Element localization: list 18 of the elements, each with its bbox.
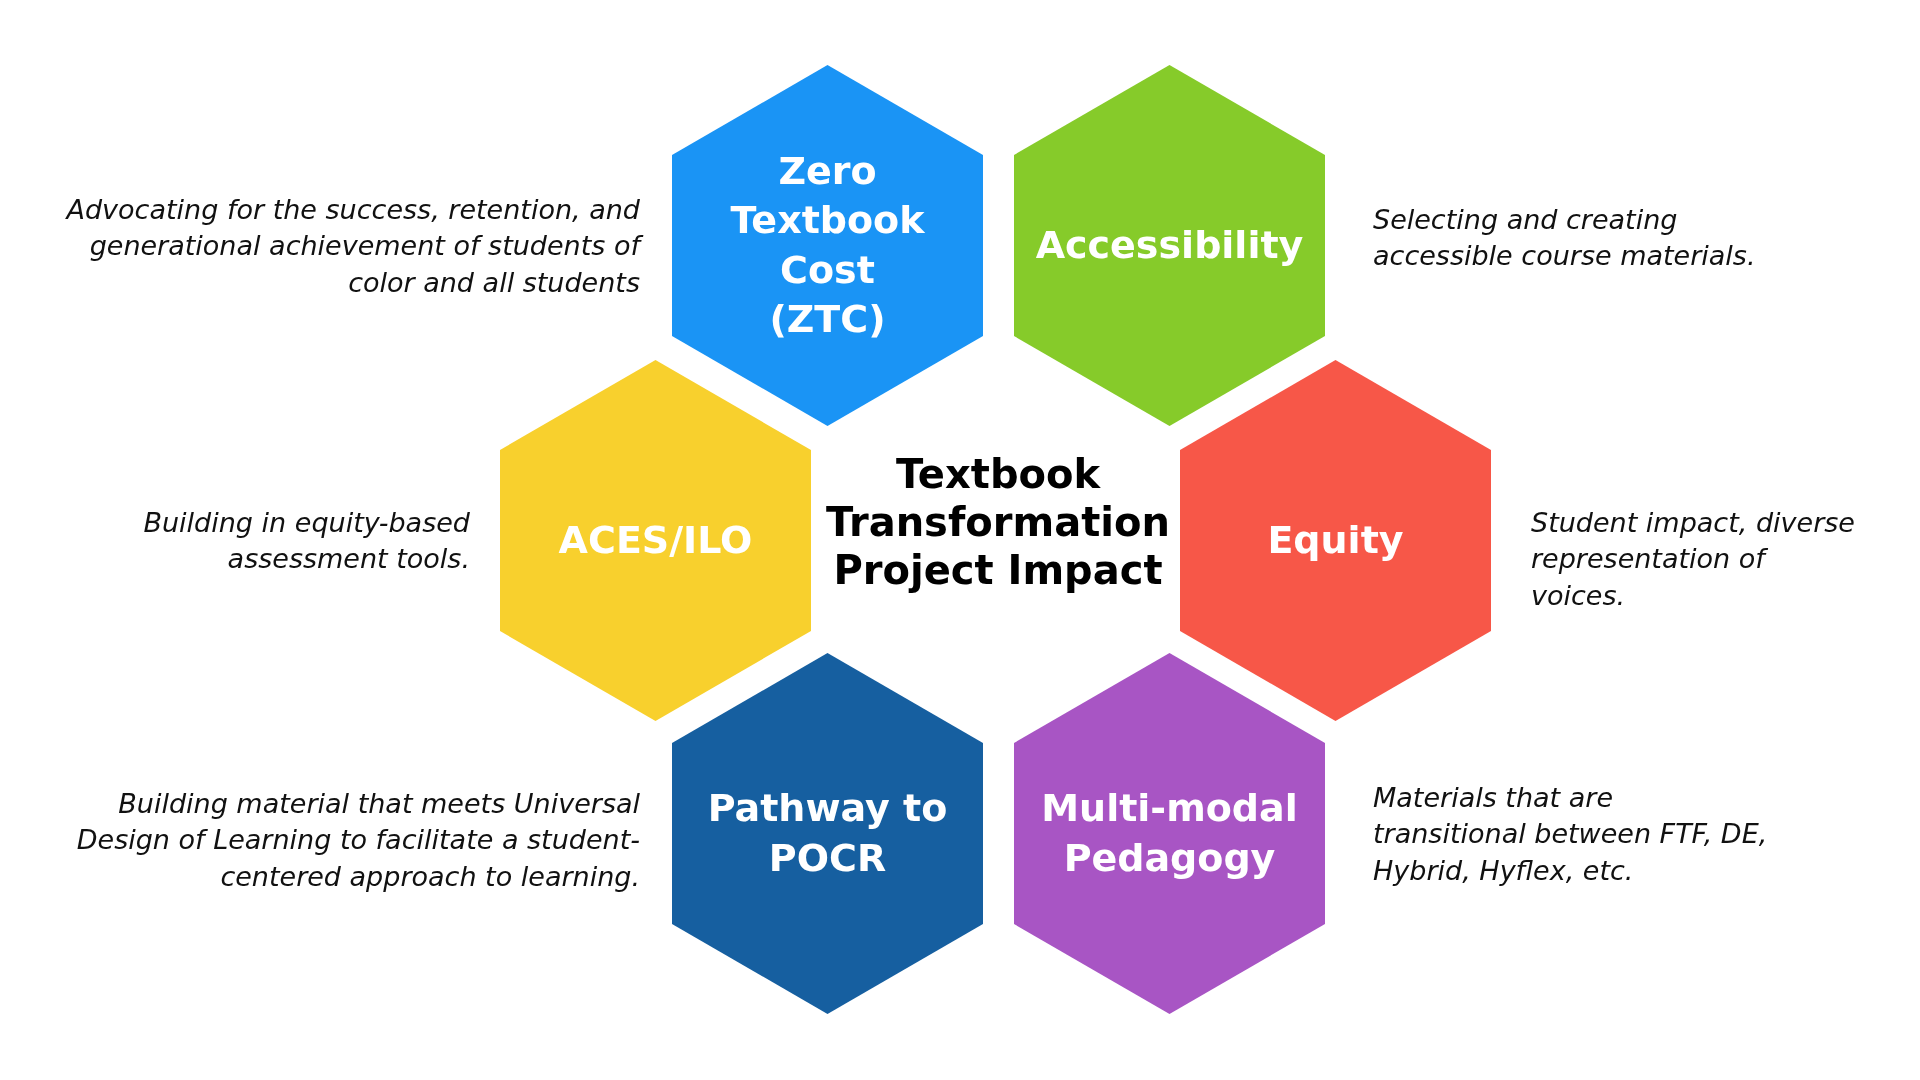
description-text: Building material that meets Universal Design of Learning to facilitate a student-centered approach to learning. (75, 787, 640, 894)
description-text: Selecting and creating accessible course materials. (1373, 203, 1757, 274)
tile-label: Multi-modal Pedagogy (1040, 785, 1299, 882)
hexagon-tile (1014, 65, 1325, 426)
description-text: Building in equity-based assessment tools. (142, 506, 470, 577)
tile-label: Accessibility (1035, 221, 1304, 269)
tile-label: Equity (1267, 516, 1404, 564)
hexagon-tile (500, 360, 811, 721)
hexagon-tile (1014, 653, 1325, 1014)
hexagon-tile (672, 653, 983, 1014)
center-title: Textbook Transformation Project Impact (825, 450, 1171, 594)
hexagon-tile (1180, 360, 1491, 721)
hexagon-tile (672, 65, 983, 426)
tile-label: Zero Textbook Cost (ZTC) (729, 147, 926, 343)
description-text: Student impact, diverse representation of voices. (1531, 506, 1856, 613)
tile-label: ACES/ILO (558, 516, 753, 564)
tile-label: Pathway to POCR (706, 785, 949, 882)
description-text: Materials that are transitional between FTF, DE, Hybrid, Hyflex, etc. (1373, 781, 1769, 888)
